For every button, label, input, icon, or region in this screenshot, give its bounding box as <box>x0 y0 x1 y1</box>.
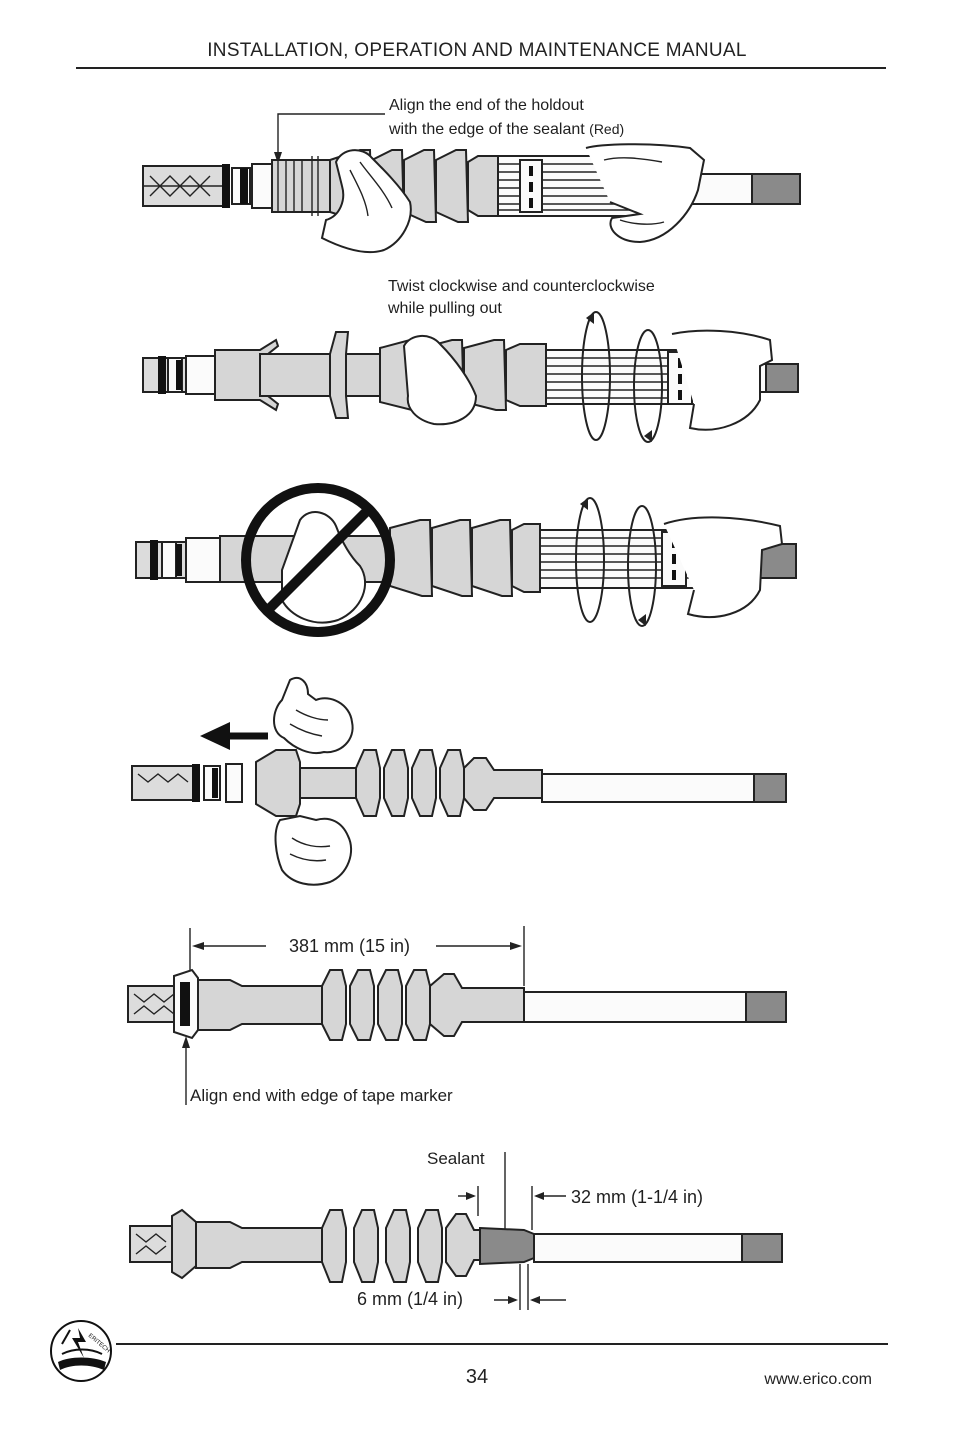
step6-dim-bottom-label: 6 mm (1/4 in) <box>357 1289 464 1309</box>
step1-label-line1: Align the end of the holdout <box>389 97 584 114</box>
figure-step-2 <box>142 311 799 443</box>
step1-label-line2: with the edge of the sealant (Red) <box>389 121 625 138</box>
figure-step-6 <box>129 1152 783 1310</box>
twist-arrow-icon <box>581 311 611 441</box>
header-rule <box>76 67 886 69</box>
step5-dimension-label: 381 mm (15 in) <box>289 936 411 956</box>
page-header-title: INSTALLATION, OPERATION AND MAINTENANCE … <box>207 40 747 61</box>
step2-label-line2: while pulling out <box>388 300 502 317</box>
figure-step-1 <box>142 113 801 254</box>
footer-rule <box>116 1343 888 1345</box>
figure-step-5 <box>127 926 787 1048</box>
step2-label-line1: Twist clockwise and counterclockwise <box>388 278 655 295</box>
figure-step-4 <box>131 676 787 886</box>
arrow-left-icon <box>200 722 268 750</box>
eritech-logo-icon: ERITECH <box>50 1320 112 1382</box>
step5-note-label: Align end with edge of tape marker <box>190 1086 453 1105</box>
step6-sealant-label: Sealant <box>427 1149 485 1168</box>
step5-note-leader <box>185 1045 187 1105</box>
prohibited-icon <box>241 483 395 637</box>
page-number: 34 <box>465 1366 489 1388</box>
step6-dim-right-label: 32 mm (1-1/4 in) <box>571 1187 704 1207</box>
website-link[interactable]: www.erico.com <box>764 1371 872 1388</box>
figure-step-3 <box>135 483 797 637</box>
